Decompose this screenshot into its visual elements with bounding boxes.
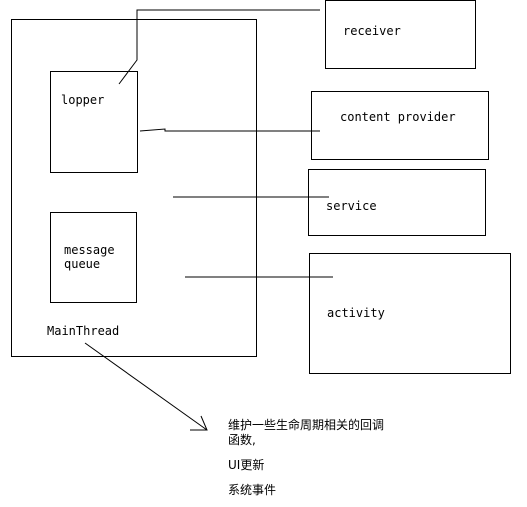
message-queue-box: [50, 212, 137, 303]
content-provider-box: [311, 91, 489, 160]
activity-box: [309, 253, 511, 374]
note-system-events: 系统事件: [228, 483, 276, 497]
looper-box: [50, 71, 138, 173]
note-lifecycle-line1: 维护一些生命周期相关的回调: [228, 417, 384, 432]
receiver-box: [325, 0, 476, 69]
note-lifecycle-line2: 函数,: [228, 432, 256, 447]
connector-looper-receiver: [118, 9, 320, 85]
note-ui-update: UI更新: [228, 457, 264, 472]
message-queue-label-line1: message: [64, 243, 115, 257]
main-thread-label: MainThread: [47, 324, 119, 338]
main-thread-box: [11, 19, 257, 357]
service-label: service: [326, 199, 377, 213]
arrow-head: [190, 415, 208, 431]
looper-label: lopper: [61, 93, 104, 107]
connector-looper-content-provider: [139, 128, 320, 132]
activity-label: activity: [327, 306, 385, 320]
receiver-label: receiver: [343, 24, 401, 38]
message-queue-label-line2: queue: [64, 257, 100, 271]
arrow-shaft: [84, 342, 208, 431]
service-box: [308, 169, 486, 236]
content-provider-label: content provider: [340, 110, 456, 124]
